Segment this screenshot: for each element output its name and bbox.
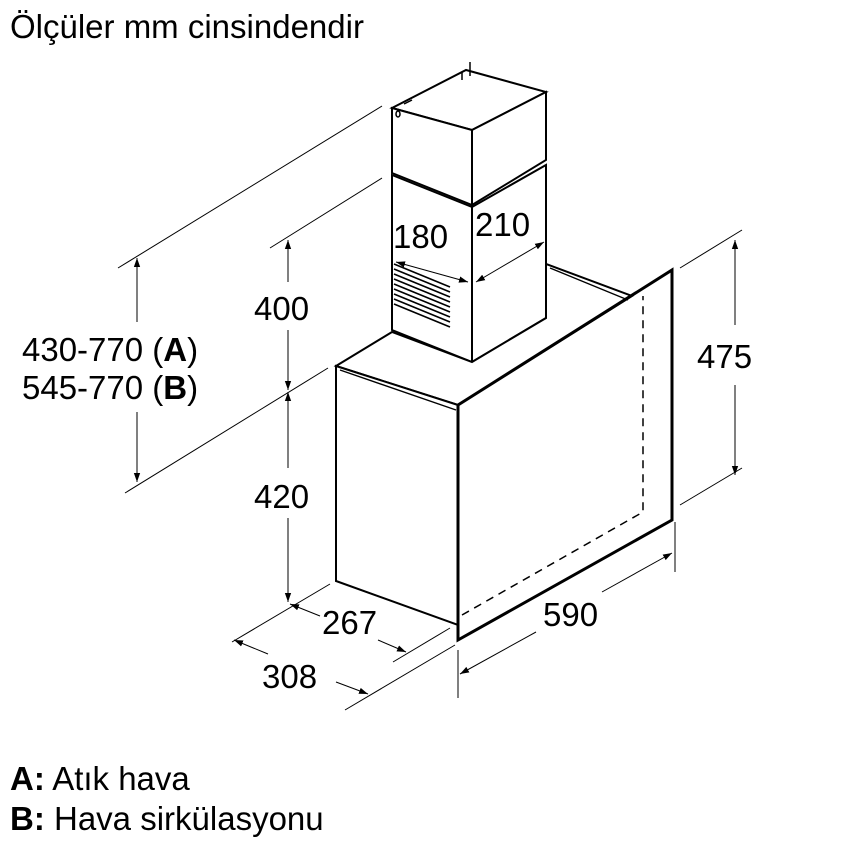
legend-label: Hava sirkülasyonu [54,800,324,837]
page-title: Ölçüler mm cinsindendir [10,8,364,45]
extension-lines [117,105,743,711]
legend-item-a: A: Atık hava [10,760,190,797]
legend-item-b: B: Hava sirkülasyonu [10,800,324,837]
hood-body [333,262,635,627]
dim-outer-depth: 308 [262,658,317,695]
glass-panel [456,267,674,643]
dim-width: 590 [543,596,598,633]
dim-inner-depth: 267 [322,604,377,641]
dim-body-height: 420 [254,478,309,515]
dim-chimney-depth: 180 [393,218,448,255]
chimney-bracket [395,62,471,118]
dim-total-height-b: 545-770 (B) [22,369,198,406]
legend-label: Atık hava [52,760,190,797]
dim-chimney-height: 400 [254,290,309,327]
legend-key: A: [10,760,45,797]
dimension-labels: 180 210 400 420 475 267 308 590 430-770 … [22,206,752,695]
dim-total-height-a: 430-770 (A) [22,331,198,368]
dim-chimney-width: 210 [475,206,530,243]
chimney-upper [389,68,549,207]
dimension-arrows [133,240,739,695]
hood-top-trim [339,267,629,411]
dim-glass-height: 475 [697,338,752,375]
legend-key: B: [10,800,45,837]
